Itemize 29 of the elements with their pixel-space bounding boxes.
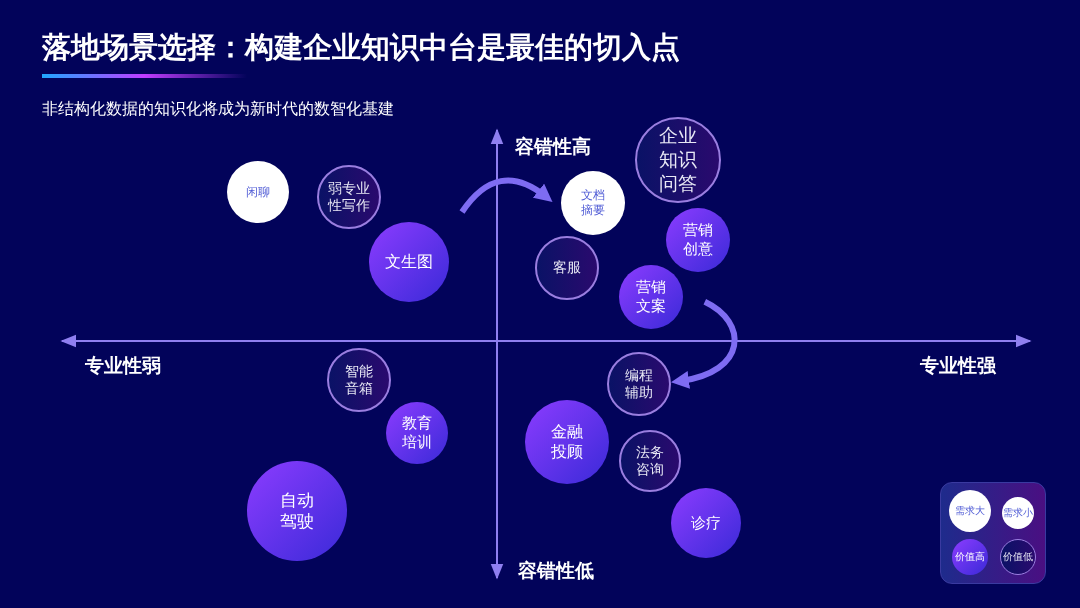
bubble-label: 闲聊 xyxy=(246,184,270,200)
bubble-label: 文档摘要 xyxy=(581,188,605,218)
legend-label: 价值低 xyxy=(1003,550,1033,564)
curved-arrow xyxy=(671,299,738,389)
bubble-label: 文生图 xyxy=(385,252,433,272)
bubble-label: 金融投顾 xyxy=(551,422,583,462)
bubble-label: 营销创意 xyxy=(683,221,713,259)
axis-label: 专业性弱 xyxy=(85,353,161,378)
bubble xyxy=(619,265,683,329)
subtitle: 非结构化数据的知识化将成为新时代的数智化基建 xyxy=(42,99,394,120)
bubble-label: 诊疗 xyxy=(691,513,721,533)
bubble-label: 教育培训 xyxy=(402,414,432,452)
legend-label: 价值高 xyxy=(955,550,985,564)
axis-label: 容错性低 xyxy=(518,558,594,583)
bubble-label: 编程辅助 xyxy=(625,366,653,402)
axis-label: 容错性高 xyxy=(515,134,591,159)
bubble xyxy=(327,348,391,412)
legend-label: 需求小 xyxy=(1003,506,1033,520)
bubble-label: 客服 xyxy=(553,259,581,277)
bubble-label: 企业知识问答 xyxy=(659,124,697,196)
bubble-label: 营销文案 xyxy=(636,278,666,316)
legend-label: 需求大 xyxy=(955,504,985,518)
title: 落地场景选择：构建企业知识中台是最佳的切入点 xyxy=(42,29,680,66)
bubble-label: 智能音箱 xyxy=(345,362,373,398)
curved-arrow xyxy=(459,177,553,214)
axis-label: 专业性强 xyxy=(920,353,996,378)
bubble-label: 自动驾驶 xyxy=(280,489,314,533)
bubble-label: 弱专业性写作 xyxy=(328,179,370,215)
bubble-label: 法务咨询 xyxy=(636,443,664,479)
